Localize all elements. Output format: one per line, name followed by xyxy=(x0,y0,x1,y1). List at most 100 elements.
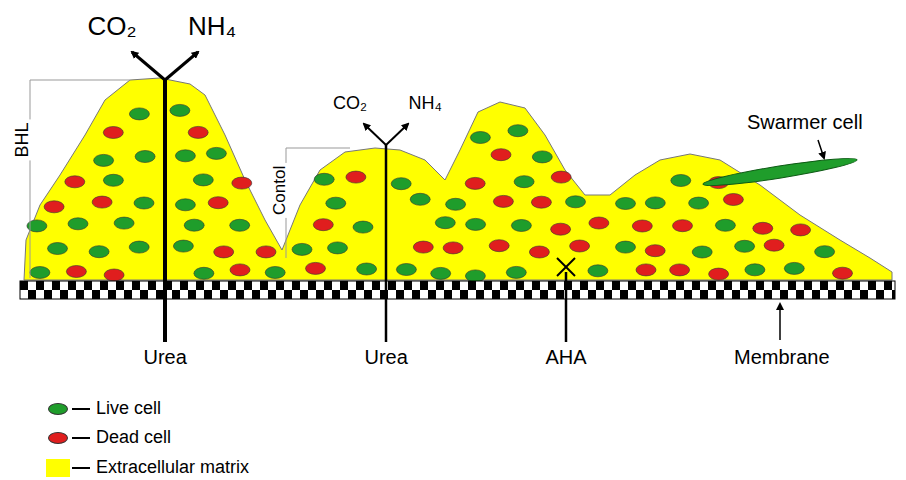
cell xyxy=(413,241,433,253)
cell xyxy=(134,197,154,209)
cell xyxy=(745,264,765,276)
cell xyxy=(431,267,451,279)
product-label: NH₄ xyxy=(409,94,442,114)
cell xyxy=(292,243,312,255)
cell xyxy=(188,126,208,138)
cell xyxy=(446,198,466,210)
cell xyxy=(435,217,455,229)
cell xyxy=(208,197,228,209)
cell xyxy=(551,171,571,183)
cell xyxy=(833,267,853,279)
cell xyxy=(206,147,226,159)
product-label: NH₄ xyxy=(188,12,236,41)
cell xyxy=(314,173,334,185)
cell xyxy=(129,108,149,120)
cell xyxy=(328,242,348,254)
cell xyxy=(491,149,511,161)
cell xyxy=(30,267,50,279)
product-label: CO₂ xyxy=(333,94,367,114)
cell xyxy=(44,201,64,213)
cell xyxy=(92,196,112,208)
cell xyxy=(306,262,326,274)
legend-dash xyxy=(72,437,90,439)
product-label: CO₂ xyxy=(88,12,137,41)
product-arrow xyxy=(364,124,386,145)
cell xyxy=(709,268,729,280)
cell xyxy=(566,196,586,208)
cell xyxy=(636,264,656,276)
cell xyxy=(175,199,195,211)
cell xyxy=(764,239,784,251)
cell xyxy=(673,220,693,232)
cell xyxy=(357,263,377,275)
part-label: Swarmer cell xyxy=(747,111,863,133)
cell xyxy=(531,196,551,208)
cell xyxy=(506,266,526,278)
cell xyxy=(616,198,636,210)
inhibitor-label: AHA xyxy=(546,346,587,368)
substrate-label: Urea xyxy=(365,346,408,368)
cell xyxy=(532,151,552,163)
cell xyxy=(493,195,513,207)
cell xyxy=(529,246,549,258)
cell xyxy=(511,220,531,232)
cell xyxy=(48,243,68,255)
legend-cell-swatch xyxy=(48,403,68,415)
membrane-strip xyxy=(20,281,895,299)
block-cross xyxy=(557,258,575,276)
cell xyxy=(723,194,743,206)
cell xyxy=(170,104,190,116)
cell xyxy=(129,241,149,253)
legend-dash xyxy=(72,408,90,410)
cell xyxy=(470,132,490,144)
product-arrow xyxy=(165,52,198,80)
urea-line xyxy=(163,80,167,342)
cell xyxy=(94,154,114,166)
height-bracket xyxy=(30,80,31,278)
dimension-label: Contol xyxy=(271,162,290,217)
cell xyxy=(670,264,690,276)
aha-line xyxy=(565,272,568,342)
substrate-label: Urea xyxy=(144,346,187,368)
cell xyxy=(410,193,430,205)
cell xyxy=(353,221,373,233)
cell xyxy=(230,264,250,276)
cell xyxy=(689,197,709,209)
urea-line xyxy=(385,145,388,342)
cell xyxy=(104,269,124,281)
cell xyxy=(114,217,134,229)
cell xyxy=(396,264,416,276)
cell xyxy=(466,218,486,230)
cell xyxy=(616,241,636,253)
cell xyxy=(735,240,755,252)
cell xyxy=(645,245,665,257)
cell xyxy=(173,240,193,252)
cell xyxy=(326,197,346,209)
cell xyxy=(175,150,195,162)
cell xyxy=(508,125,528,137)
extracellular-matrix xyxy=(24,78,892,280)
block-cross xyxy=(557,258,575,276)
cell xyxy=(570,240,590,252)
cell xyxy=(551,223,571,235)
cell xyxy=(589,217,609,229)
cell xyxy=(443,242,463,254)
cell xyxy=(256,246,276,258)
cell xyxy=(791,224,811,236)
cell xyxy=(184,219,204,231)
leader-arrow xyxy=(818,140,824,158)
cell xyxy=(346,171,366,183)
cell xyxy=(645,197,665,209)
cell xyxy=(692,246,712,258)
height-bracket xyxy=(30,80,130,81)
legend-matrix-swatch xyxy=(46,459,70,477)
cell xyxy=(753,222,773,234)
leader-arrow xyxy=(779,304,781,340)
cell xyxy=(671,175,691,187)
cell xyxy=(815,246,835,258)
cell xyxy=(89,246,109,258)
swarmer-cell xyxy=(702,154,858,190)
cell xyxy=(465,270,485,282)
legend-dash xyxy=(72,467,90,469)
